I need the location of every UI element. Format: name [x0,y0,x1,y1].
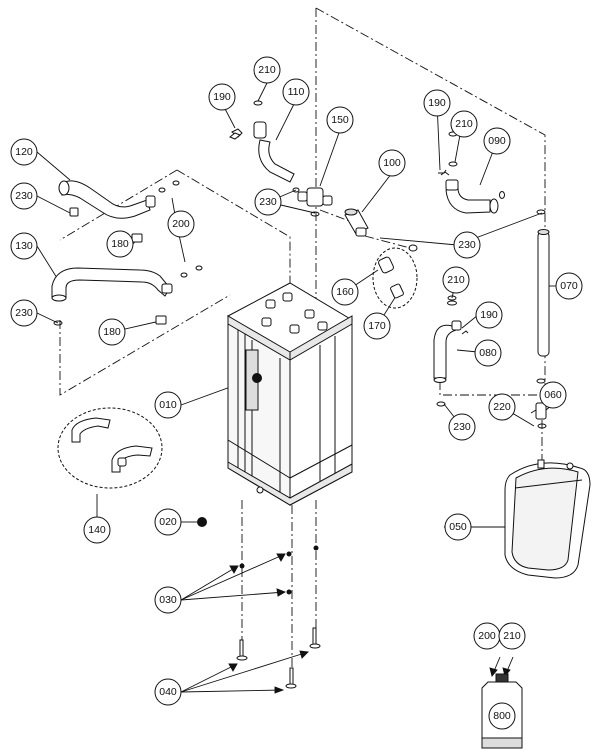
arrow-leaders [180,553,514,694]
callout-210a: 210 [253,56,281,84]
callout-190a: 190 [208,83,236,111]
assembly-guide-lines [59,7,546,680]
pipe-bend-090 [438,161,505,214]
callout-200b: 200 [473,622,501,650]
callout-070: 070 [555,272,583,300]
callout-040: 040 [154,678,182,706]
callout-110-label: 110 [288,86,305,98]
callout-010: 010 [154,391,182,419]
callout-170-label: 170 [368,320,386,332]
pipe-070 [536,209,550,384]
pipe-110 [231,100,295,183]
callout-230b-label: 230 [15,307,33,319]
callout-080: 080 [474,339,502,367]
callout-100-label: 100 [383,157,401,169]
callout-200b-label: 200 [478,630,496,642]
callout-110: 110 [282,78,310,106]
callout-230e-label: 230 [453,421,471,433]
tank-assembly-010 [227,282,353,506]
callout-170: 170 [363,312,391,340]
callout-080-label: 080 [479,347,497,359]
callout-190b: 190 [423,89,451,117]
callout-090: 090 [483,127,511,155]
callout-160: 160 [331,278,359,306]
callout-090-label: 090 [488,135,506,147]
callout-230a-label: 230 [15,190,33,202]
callout-210b: 210 [450,110,478,138]
callout-040-label: 040 [159,686,177,698]
callout-180b: 180 [98,318,126,346]
callout-150: 150 [326,106,354,134]
callouts: 210 190 110 150 100 120 230 200 180 130 … [10,56,583,730]
callout-020: 020 [154,508,182,536]
callout-230d: 230 [453,231,481,259]
callout-030-label: 030 [159,594,177,606]
nuts-030 [239,545,319,595]
callout-230b: 230 [10,299,38,327]
callout-140: 140 [83,516,111,544]
callout-120-label: 120 [15,146,33,158]
sensor-group-160-170 [372,244,418,309]
callout-210a-label: 210 [258,64,276,76]
callout-140-label: 140 [88,524,106,536]
callout-230e: 230 [448,413,476,441]
callout-190c-label: 190 [480,309,498,321]
pipe-bend-080 [433,300,469,407]
pipe-120 [58,180,180,243]
callout-180a: 180 [106,230,134,258]
callout-800: 800 [488,702,516,730]
callout-180b-label: 180 [103,326,121,338]
callout-230d-label: 230 [458,239,476,251]
callout-210c-label: 210 [447,274,465,286]
callout-800-label: 800 [493,710,511,722]
expansion-vessel-050 [504,459,591,579]
elbow-group-140 [57,407,163,489]
callout-190b-label: 190 [428,97,446,109]
callout-230a: 230 [10,182,38,210]
callout-200a: 200 [167,210,195,238]
callout-020-label: 020 [159,516,177,528]
callout-210c: 210 [442,266,470,294]
callout-210d: 210 [498,622,526,650]
callout-070-label: 070 [560,280,578,292]
callout-060-label: 060 [544,389,562,401]
callout-010-label: 010 [159,399,177,411]
callout-150-label: 150 [331,114,349,126]
callout-230c: 230 [254,188,282,216]
callout-130: 130 [10,232,38,260]
callout-180a-label: 180 [111,238,129,250]
callout-210b-label: 210 [455,118,473,130]
callout-220-label: 220 [493,401,511,413]
callout-190c: 190 [475,301,503,329]
callout-060: 060 [539,381,567,409]
callout-160-label: 160 [336,286,354,298]
callout-100: 100 [378,149,406,177]
callout-200a-label: 200 [172,218,190,230]
callout-120: 120 [10,138,38,166]
callout-130-label: 130 [15,240,33,252]
fitting-100 [344,208,369,237]
callout-230c-label: 230 [259,196,277,208]
callout-030: 030 [154,586,182,614]
callout-050-label: 050 [449,521,467,533]
callout-210d-label: 210 [503,630,521,642]
tee-fitting-150 [292,187,333,217]
plug-020 [197,517,207,527]
callout-050: 050 [444,513,472,541]
pipe-130 [51,265,203,326]
callout-190a-label: 190 [213,91,231,103]
callout-220: 220 [488,393,516,421]
feet-040 [236,627,321,689]
